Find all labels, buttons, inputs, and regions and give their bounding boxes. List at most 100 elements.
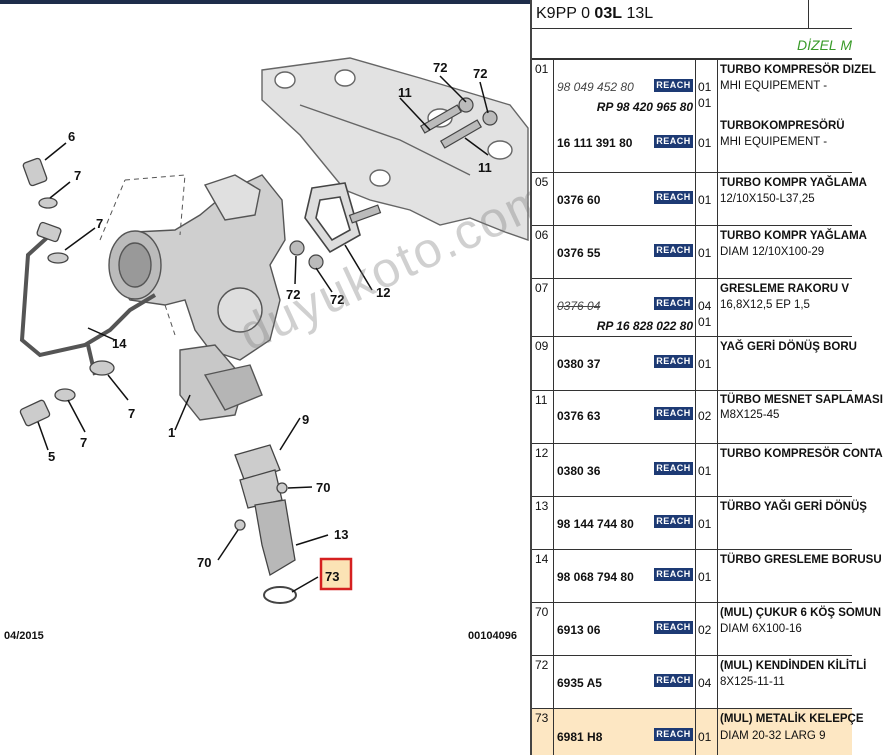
part-description: (MUL) METALİK KELEPÇE [720, 713, 864, 725]
part-description-detail: DIAM 12/10X100-29 [720, 246, 825, 258]
quantity: 01 [698, 136, 712, 150]
quantity: 01 [698, 357, 712, 371]
quantity: 01 [698, 96, 712, 110]
part-number[interactable]: 98 068 794 80 [557, 570, 634, 584]
part-description: TÜRBO GRESLEME BORUSU [720, 554, 882, 566]
label-72-a[interactable]: 72 [433, 60, 447, 75]
part-description: TÜRBO YAĞI GERİ DÖNÜŞ [720, 501, 867, 513]
part-description: TURBO KOMPR YAĞLAMA [720, 177, 867, 189]
label-70-b[interactable]: 70 [197, 555, 211, 570]
quantity: 04 [698, 299, 712, 313]
label-7-a[interactable]: 7 [74, 168, 81, 183]
part-row-72[interactable]: 72 6935 A5 REACH 04 (MUL) KENDİNDEN KİLİ… [532, 656, 866, 709]
reach-badge: REACH [654, 191, 693, 204]
label-72-d[interactable]: 72 [330, 292, 344, 307]
part-row-14[interactable]: 14 98 068 794 80 REACH 01 TÜRBO GRESLEME… [532, 550, 882, 603]
label-12[interactable]: 12 [376, 285, 390, 300]
part-number[interactable]: 0380 36 [557, 464, 601, 478]
reach-badge: REACH [654, 674, 693, 687]
label-70-a[interactable]: 70 [316, 480, 330, 495]
part-row-01[interactable]: 01 98 049 452 80 REACH RP 98 420 965 80 … [532, 60, 876, 173]
part-number[interactable]: 0376 60 [557, 193, 601, 207]
part-description-detail: 16,8X12,5 EP 1,5 [720, 299, 810, 311]
engine-code-header: K9PP 0 03L 13L [532, 0, 852, 29]
part-description: TURBO KOMPRESÖR CONTA [720, 448, 883, 460]
label-11-b[interactable]: 11 [478, 160, 492, 175]
label-7-d[interactable]: 7 [80, 435, 87, 450]
reach-badge: REACH [654, 135, 693, 148]
part-number[interactable]: 98 049 452 80 [557, 80, 634, 94]
quantity: 01 [698, 730, 712, 744]
label-73[interactable]: 73 [325, 569, 339, 584]
part-row-73-selected[interactable]: 73 6981 H8 REACH 01 (MUL) METALİK KELEPÇ… [532, 709, 864, 755]
label-5[interactable]: 5 [48, 449, 55, 464]
quantity: 01 [698, 315, 712, 329]
row-index: 11 [532, 391, 554, 443]
part-row-11[interactable]: 11 0376 63 REACH 02 TÜRBO MESNET SAPLAMA… [532, 391, 883, 444]
label-6[interactable]: 6 [68, 129, 75, 144]
reach-badge: REACH [654, 462, 693, 475]
turbo-diagram-drawing: 72 72 11 6 7 7 7 1 14 5 7 72 72 12 9 70 … [19, 57, 529, 604]
label-72-c[interactable]: 72 [286, 287, 300, 302]
studs-and-nuts-drawing [289, 97, 498, 270]
part-number[interactable]: 6981 H8 [557, 730, 603, 744]
row-index: 73 [532, 709, 554, 755]
label-9[interactable]: 9 [302, 412, 309, 427]
part-description: (MUL) KENDİNDEN KİLİTLİ [720, 660, 867, 672]
label-72-b[interactable]: 72 [473, 66, 487, 81]
row-index: 70 [532, 603, 554, 655]
row-index: 72 [532, 656, 554, 708]
part-description-detail: MHI EQUIPEMENT - [720, 80, 828, 92]
oil-return-pipe-drawing [234, 444, 297, 604]
label-13[interactable]: 13 [334, 527, 348, 542]
reach-badge: REACH [654, 621, 693, 634]
part-number-superseded[interactable]: 0376 04 [557, 299, 601, 313]
row-index: 13 [532, 497, 554, 549]
part-number[interactable]: 0376 63 [557, 409, 601, 423]
quantity: 01 [698, 570, 712, 584]
part-row-13[interactable]: 13 98 144 744 80 REACH 01 TÜRBO YAĞI GER… [532, 497, 867, 550]
label-7-b[interactable]: 7 [96, 216, 103, 231]
part-number-replacement[interactable]: RP 16 828 022 80 [596, 319, 693, 333]
parts-diagram: 72 72 11 6 7 7 7 1 14 5 7 72 72 12 9 70 … [0, 0, 530, 642]
quantity: 01 [698, 517, 712, 531]
part-73-highlight [319, 557, 353, 591]
quantity: 04 [698, 676, 712, 690]
part-description: YAĞ GERİ DÖNÜŞ BORU [720, 341, 857, 353]
dashed-reference-lines [99, 174, 186, 336]
part-row-06[interactable]: 06 0376 55 REACH 01 TURBO KOMPR YAĞLAMA … [532, 226, 867, 279]
row-index: 09 [532, 337, 554, 390]
part-number[interactable]: 0376 55 [557, 246, 601, 260]
part-number[interactable]: 6913 06 [557, 623, 601, 637]
part-row-12[interactable]: 12 0380 36 REACH 01 TURBO KOMPRESÖR CONT… [532, 444, 883, 497]
part-row-09[interactable]: 09 0380 37 REACH 01 YAĞ GERİ DÖNÜŞ BORU [532, 337, 857, 391]
diagram-date: 04/2015 [4, 630, 44, 642]
part-row-07[interactable]: 07 0376 04 REACH RP 16 828 022 80 04 01 … [532, 279, 852, 337]
part-description-detail: 12/10X150-L37,25 [720, 193, 815, 205]
part-description: TURBO KOMPR YAĞLAMA [720, 230, 867, 242]
engine-type-header: DİZEL M [532, 29, 852, 60]
label-11[interactable]: 11 [398, 85, 412, 100]
reach-badge: REACH [654, 568, 693, 581]
part-number-replacement[interactable]: RP 98 420 965 80 [596, 100, 693, 114]
part-number[interactable]: 0380 37 [557, 357, 601, 371]
part-number[interactable]: 98 144 744 80 [557, 517, 634, 531]
part-row-70[interactable]: 70 6913 06 REACH 02 (MUL) ÇUKUR 6 KÖŞ SO… [532, 603, 881, 656]
row-index: 14 [532, 550, 554, 602]
gasket-drawing [304, 182, 361, 254]
parts-list-panel: K9PP 0 03L 13L DİZEL M 01 98 049 452 80 … [530, 0, 883, 755]
row-index: 12 [532, 444, 554, 496]
label-7-c[interactable]: 7 [128, 406, 135, 421]
reach-badge: REACH [654, 355, 693, 368]
quantity: 01 [698, 246, 712, 260]
label-1[interactable]: 1 [168, 425, 175, 440]
engine-type-label: DİZEL M [797, 37, 852, 53]
pipe-fittings-drawing [19, 157, 115, 427]
engine-code: K9PP 0 03L 13L [536, 5, 654, 22]
part-row-05[interactable]: 05 0376 60 REACH 01 TURBO KOMPR YAĞLAMA … [532, 173, 867, 226]
part-number[interactable]: 6935 A5 [557, 676, 602, 690]
part-number[interactable]: 16 111 391 80 [557, 136, 633, 150]
reach-badge: REACH [654, 515, 693, 528]
label-14[interactable]: 14 [112, 336, 127, 351]
quantity: 01 [698, 193, 712, 207]
